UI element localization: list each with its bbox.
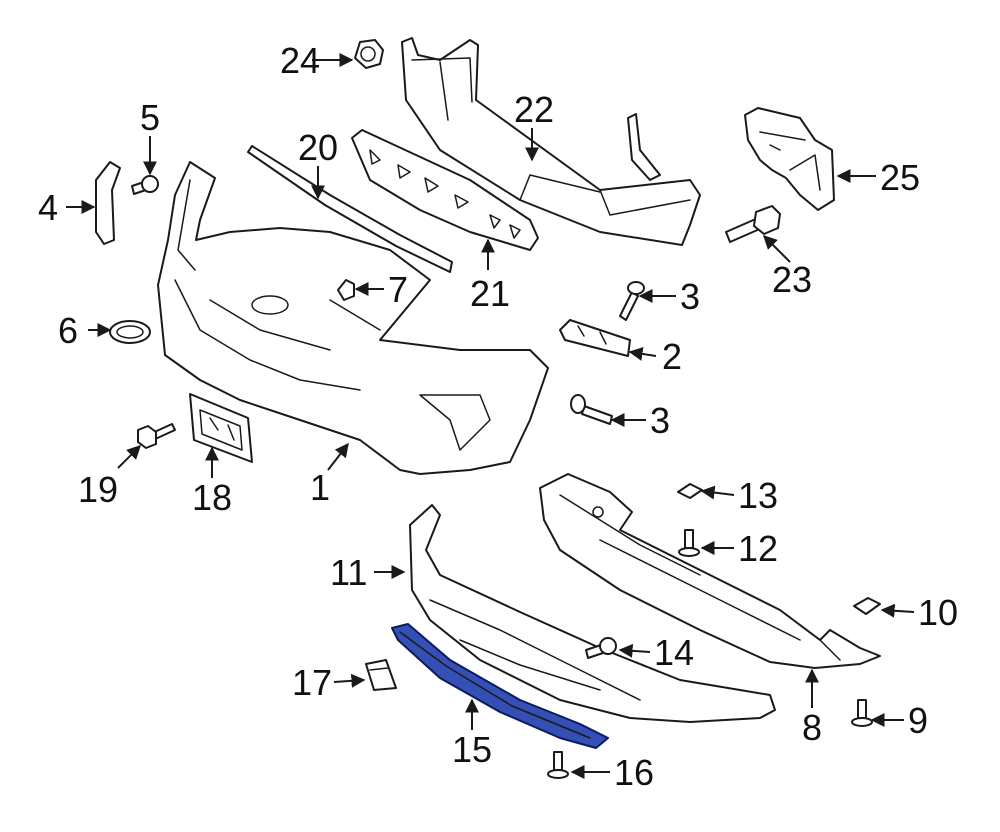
- part-25-bracket[interactable]: [744, 107, 835, 211]
- callout-17: 17: [292, 662, 332, 703]
- callout-23: 23: [772, 259, 812, 300]
- part-14-bolt[interactable]: [585, 637, 617, 659]
- callout-24: 24: [280, 40, 320, 81]
- part-16-screw[interactable]: [547, 751, 569, 779]
- part-20-strip[interactable]: [247, 145, 453, 273]
- part-10-clip[interactable]: [853, 597, 881, 615]
- callout-13: 13: [738, 475, 778, 516]
- callout-4: 4: [38, 187, 58, 228]
- part-12-screw[interactable]: [678, 529, 700, 557]
- callout-16: 16: [614, 752, 654, 793]
- part-24-nut[interactable]: [354, 39, 384, 69]
- callout-3-lower: 3: [650, 400, 670, 441]
- callout-6: 6: [58, 310, 78, 351]
- callout-labels: 24 22 20 5 4 25 23 21 7 3 6 2 3 19 18 1 …: [38, 40, 958, 793]
- part-13-clip[interactable]: [677, 483, 703, 499]
- callout-25: 25: [880, 157, 920, 198]
- callout-20: 20: [298, 127, 338, 168]
- part-3-rivet-upper[interactable]: [619, 281, 645, 321]
- part-17-clip[interactable]: [365, 659, 397, 691]
- callout-15: 15: [452, 729, 492, 770]
- callout-9: 9: [908, 700, 928, 741]
- part-9-screw[interactable]: [851, 699, 873, 727]
- part-5-screw[interactable]: [131, 175, 159, 195]
- part-3-rivet-lower[interactable]: [570, 394, 613, 425]
- part-1-bumper-cover[interactable]: [157, 161, 549, 475]
- part-7-clip[interactable]: [337, 279, 355, 301]
- callout-10: 10: [918, 592, 958, 633]
- callout-12: 12: [738, 528, 778, 569]
- part-18-plate-bracket[interactable]: [189, 393, 253, 463]
- callout-18: 18: [192, 477, 232, 518]
- callout-14: 14: [654, 632, 694, 673]
- part-2-bracket[interactable]: [559, 319, 631, 357]
- callout-7: 7: [388, 269, 408, 310]
- callout-5: 5: [140, 97, 160, 138]
- part-19-bolt[interactable]: [137, 423, 176, 449]
- callout-3-upper: 3: [680, 276, 700, 317]
- part-22-reinforcement[interactable]: [401, 37, 701, 246]
- callout-1: 1: [310, 467, 330, 508]
- part-21-bracket[interactable]: [351, 129, 539, 251]
- part-11-deflector[interactable]: [409, 504, 776, 723]
- part-8-shield[interactable]: [539, 473, 881, 669]
- callout-8: 8: [802, 707, 822, 748]
- callout-22: 22: [514, 89, 554, 130]
- callout-19: 19: [78, 469, 118, 510]
- part-6-ring[interactable]: [109, 320, 151, 344]
- callout-2: 2: [662, 336, 682, 377]
- leader-lines: [66, 53, 915, 779]
- part-23-bolt[interactable]: [725, 205, 781, 243]
- callout-21: 21: [470, 273, 510, 314]
- part-15-lip-strip[interactable]: [391, 623, 609, 749]
- part-4-bracket[interactable]: [95, 161, 121, 245]
- callout-11: 11: [330, 552, 367, 593]
